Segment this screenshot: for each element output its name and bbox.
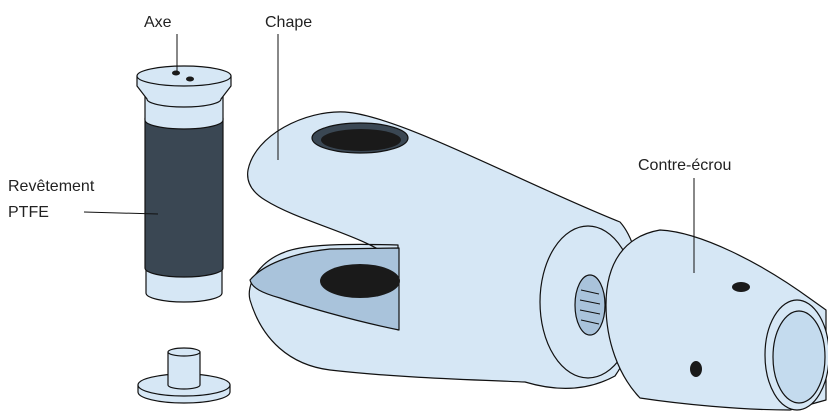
label-contre-ecrou: Contre-écrou (638, 157, 731, 174)
ptfe-coating (145, 118, 223, 277)
axe-hole-1 (172, 71, 180, 76)
axe-pin (137, 66, 231, 302)
label-revetement-1: Revêtement (8, 178, 95, 195)
chape-clevis (248, 112, 640, 388)
label-axe: Axe (144, 14, 172, 31)
label-revetement-2: PTFE (8, 204, 49, 221)
nut-hole-side (690, 361, 702, 377)
label-chape: Chape (265, 14, 312, 31)
axe-hole-2 (186, 77, 194, 82)
nut-hole-top (732, 282, 750, 292)
nut-front-bore (773, 311, 825, 403)
chape-top-bore (321, 129, 401, 151)
washer-stub-body (168, 352, 200, 389)
contre-ecrou-nut (606, 230, 828, 410)
chape-rear-thread (575, 275, 605, 335)
chape-jaw-hole (320, 264, 400, 298)
washer-stub-top (168, 348, 200, 356)
bottom-washer (138, 348, 230, 403)
axe-head-top (137, 66, 231, 86)
